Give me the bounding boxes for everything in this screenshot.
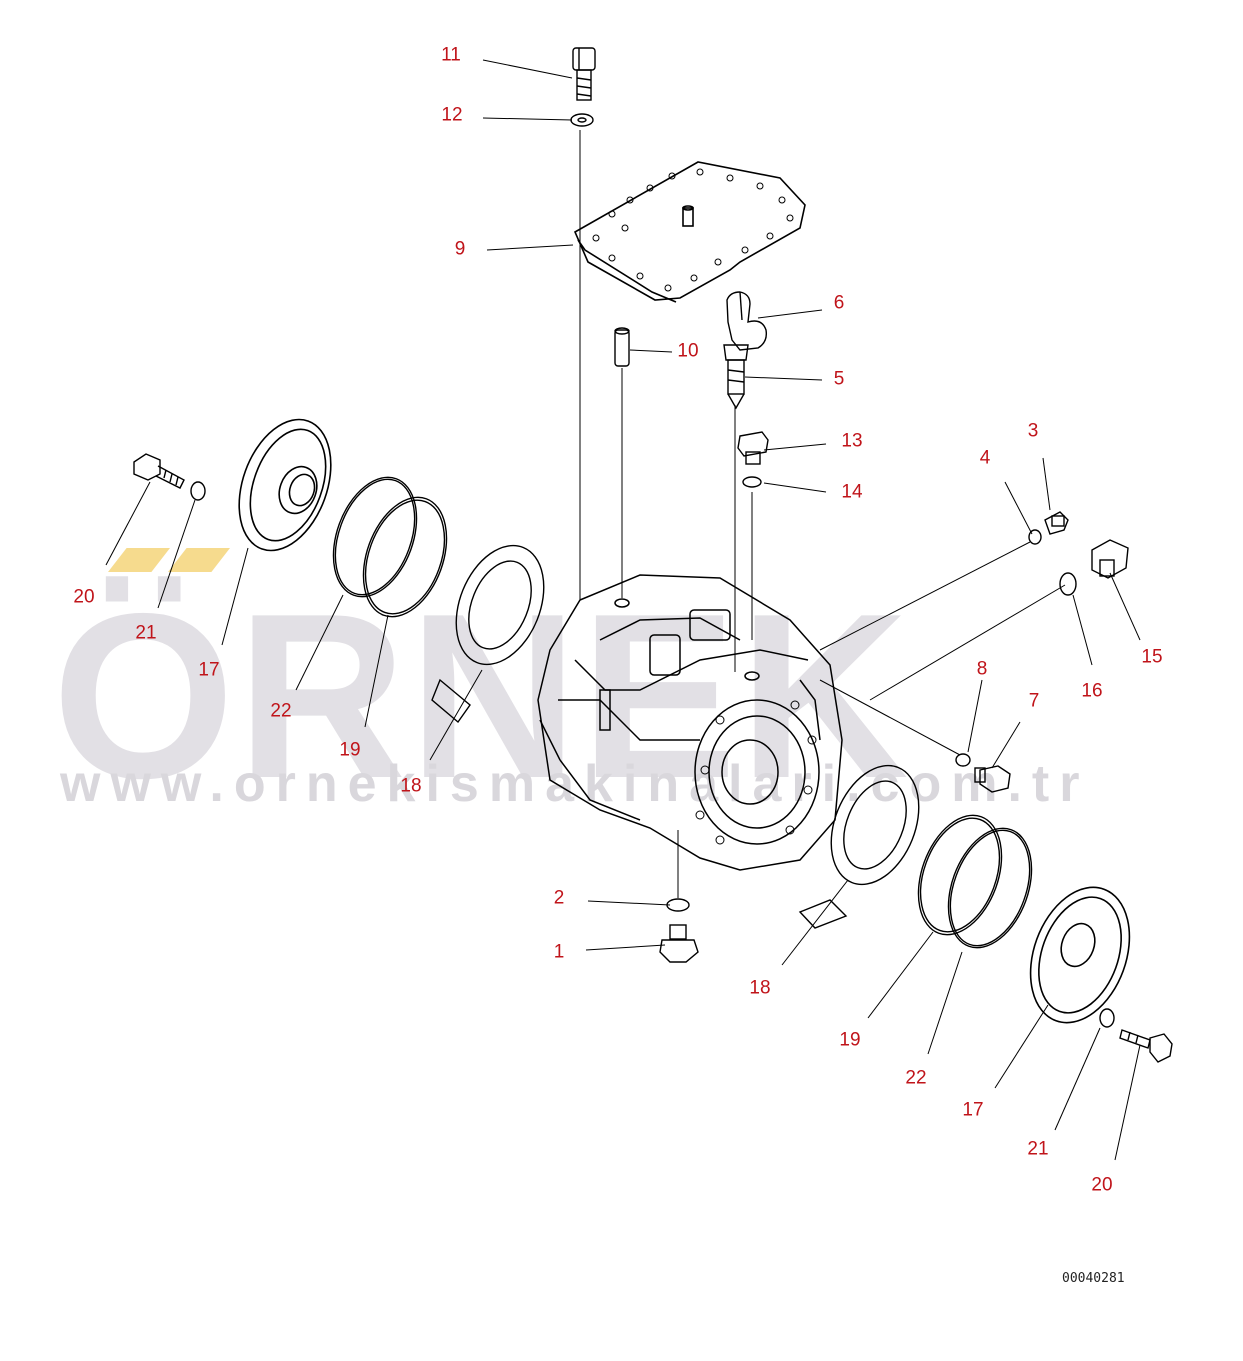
callout-22-left: 22 xyxy=(270,700,292,722)
bolt-11-icon xyxy=(572,47,596,101)
callout-22-right: 22 xyxy=(905,1067,927,1089)
o-ring-14-icon xyxy=(742,476,762,488)
callout-14: 14 xyxy=(841,481,863,503)
callout-17-right: 17 xyxy=(962,1099,984,1121)
watermark-logo: ÖRNEK xyxy=(52,564,911,827)
plug-3-icon xyxy=(1044,511,1069,535)
callout-10: 10 xyxy=(677,340,699,362)
callout-2: 2 xyxy=(553,887,565,909)
elbow-6-icon xyxy=(726,291,768,351)
callout-19-left: 19 xyxy=(339,739,361,761)
o-ring-2-icon xyxy=(666,898,690,912)
dowel-pin-10-icon xyxy=(614,327,630,367)
o-ring-8-icon xyxy=(955,753,971,767)
drain-plug-1-icon xyxy=(659,924,699,963)
nipple-5-icon xyxy=(723,344,749,410)
callout-6: 6 xyxy=(833,292,845,314)
bolt-20-right-icon xyxy=(1119,1029,1173,1063)
callout-3: 3 xyxy=(1027,420,1039,442)
plug-13-icon xyxy=(737,431,769,465)
callout-9: 9 xyxy=(454,238,466,260)
callout-20-right: 20 xyxy=(1091,1174,1113,1196)
callout-19-right: 19 xyxy=(839,1029,861,1051)
breather-15-icon xyxy=(1091,539,1129,579)
callout-18-left: 18 xyxy=(400,775,422,797)
callout-8: 8 xyxy=(976,658,988,680)
drawing-number: 00040281 xyxy=(1062,1271,1125,1286)
callout-18-right: 18 xyxy=(749,977,771,999)
callout-5: 5 xyxy=(833,368,845,390)
bolt-20-left-icon xyxy=(133,453,185,489)
cover-17-right-icon xyxy=(1029,886,1131,1024)
o-ring-22-right-icon xyxy=(947,827,1033,949)
callout-1: 1 xyxy=(553,941,565,963)
o-ring-22-left-icon xyxy=(332,476,418,598)
callout-21-left: 21 xyxy=(135,622,157,644)
callout-15: 15 xyxy=(1141,646,1163,668)
callout-16: 16 xyxy=(1081,680,1103,702)
o-ring-19-right-icon xyxy=(917,814,1003,936)
washer-21-left-icon xyxy=(190,481,206,501)
o-ring-16-icon xyxy=(1059,572,1077,596)
callout-4: 4 xyxy=(979,447,991,469)
callout-20-left: 20 xyxy=(73,586,95,608)
o-ring-19-left-icon xyxy=(362,496,448,618)
callout-7: 7 xyxy=(1028,690,1040,712)
cover-17-left-icon xyxy=(238,418,332,552)
watermark-url: www.ornekismakinalari.com.tr xyxy=(60,755,1090,813)
o-ring-4-icon xyxy=(1028,529,1042,545)
plug-7-icon xyxy=(974,765,1011,793)
leader-lines xyxy=(105,59,1141,1161)
callout-11: 11 xyxy=(441,44,461,66)
transmission-housing-icon xyxy=(537,574,843,871)
washer-12-icon xyxy=(570,113,594,127)
callout-12: 12 xyxy=(441,104,463,126)
callout-13: 13 xyxy=(841,430,863,452)
shim-18-left-icon xyxy=(431,544,545,724)
washer-21-right-icon xyxy=(1099,1008,1115,1028)
shim-18-right-icon xyxy=(798,764,920,929)
callout-17-left: 17 xyxy=(198,659,220,681)
cover-plate-9-icon xyxy=(573,161,806,303)
callout-21-right: 21 xyxy=(1027,1138,1049,1160)
